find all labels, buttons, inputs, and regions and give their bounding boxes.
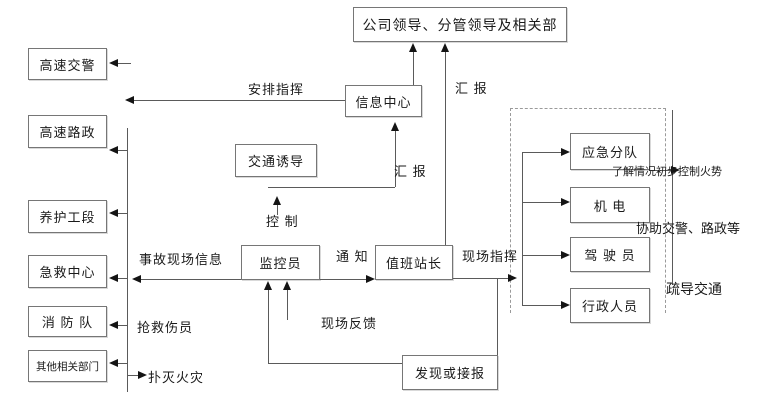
arrowhead-up-icon [391,122,399,131]
response-team-dashed-frame [510,108,666,313]
arrowhead-left-icon [109,359,118,367]
label-report-mid: 汇 报 [394,164,427,179]
arrowhead-left-icon [109,59,118,67]
label-scene-command: 现场指挥 [462,249,519,264]
arrowhead-left-icon [109,209,118,217]
flow-line-discover-h [268,363,402,364]
flow-line-discover-v [268,289,269,363]
label-rescue-injured: 抢救伤员 [137,320,194,335]
label-arrange-command: 安排指挥 [248,82,305,97]
flow-line-extinguish [128,375,138,376]
label-control: 控 制 [266,214,299,229]
arrowhead-right-icon [138,371,147,379]
box-monitor-operator: 监控员 [241,245,320,280]
box-highway-road-admin: 高速路政 [28,115,107,148]
box-discover-or-report: 发现或接报 [402,355,498,390]
flow-line-annotation-fire [650,170,671,171]
arrowhead-left-icon [132,275,141,283]
label-scene-feedback: 现场反馈 [321,316,378,331]
flow-line-scene-command [453,278,508,279]
arrowhead-up-icon [264,281,272,290]
team-distribution-line [522,152,523,305]
label-annotation-traffic: 疏导交通 [666,281,722,297]
label-annotation-assist: 协助交警、路政等 [636,221,741,236]
arrowhead-left-icon [125,96,134,104]
flow-line-feedback [287,289,288,320]
arrowhead-up-icon [273,196,281,205]
flow-line-to-road-admin [118,150,127,151]
annotation-leader-line [672,110,673,285]
arrowhead-right-icon [561,251,570,259]
arrowhead-right-icon [561,301,570,309]
flow-line-control [277,205,278,215]
label-report-top: 汇 报 [455,81,488,96]
flow-line-to-admin-staff [522,305,561,306]
flow-line-duty-to-leaders [445,52,446,245]
box-fire-brigade: 消 防 队 [28,306,107,337]
arrowhead-left-icon [109,274,118,282]
box-maintenance-section: 养护工段 [28,200,107,233]
arrowhead-right-icon [561,198,570,206]
flow-line-report-mid-v [395,131,396,187]
flow-line-notify [320,279,366,280]
flow-line-report-mid-h [268,187,395,188]
label-extinguish-fire: 扑灭火灾 [148,370,205,385]
box-first-aid-center: 急救中心 [28,255,107,288]
box-admin-staff: 行政人员 [570,288,650,323]
box-other-departments: 其他相关部门 [28,350,107,382]
box-traffic-guidance: 交通诱导 [235,144,317,177]
flow-line-discover-riser [497,278,498,355]
box-company-leaders: 公司领导、分管领导及相关部 [353,7,567,42]
arrowhead-right-icon [561,148,570,156]
label-scene-info: 事故现场信息 [139,252,224,267]
arrowhead-right-icon [671,166,680,174]
flow-line-arrange-command [134,100,345,101]
flow-line-to-first-aid [118,278,127,279]
flow-line-to-drivers [522,255,561,256]
flow-line-scene-info [141,279,241,280]
box-drivers: 驾 驶 员 [570,237,650,272]
box-highway-police: 高速交警 [28,48,107,80]
flow-line-to-other-depts [118,363,127,364]
label-annotation-fire: 了解情况初步控制火势 [612,166,722,178]
arrowhead-up-icon [283,281,291,290]
box-info-center: 信息中心 [345,85,422,117]
arrowhead-up-icon [441,43,449,52]
arrowhead-left-icon [109,146,118,154]
box-duty-station-master: 值班站长 [375,245,453,280]
flow-line-to-police [118,63,131,64]
arrowhead-left-icon [109,321,118,329]
left-distribution-line [127,128,128,392]
arrowhead-right-icon [366,275,375,283]
arrowhead-up-icon [409,43,417,52]
flow-line-to-emergency-squad [522,152,561,153]
flow-line-info-to-leaders [413,52,414,85]
flow-line-to-mech-elec [522,202,561,203]
box-mechanical-electrical: 机 电 [570,187,650,223]
label-notify: 通 知 [336,249,369,264]
box-emergency-squad: 应急分队 [570,133,650,170]
flow-line-to-maintenance [118,213,127,214]
arrowhead-right-icon [508,274,517,282]
flow-line-to-fire-brigade [118,325,127,326]
